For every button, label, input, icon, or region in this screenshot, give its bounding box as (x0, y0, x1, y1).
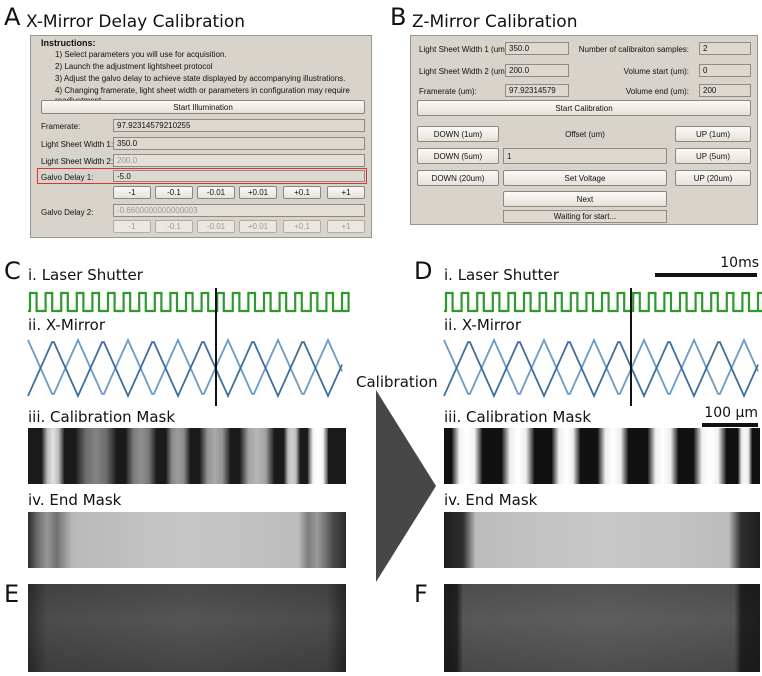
calib-samples-field[interactable]: 2 (699, 42, 751, 55)
length-scale-label: 100 µm (704, 405, 758, 421)
c-end-mask-image (28, 512, 346, 568)
d-x-mirror-label: ii. X-Mirror (444, 316, 522, 334)
galvo1-step-minus0.01-button[interactable]: -0.01 (197, 186, 235, 199)
framerate-b-field[interactable]: 97.92314579 (505, 84, 569, 97)
instruction-3: 3) Adjust the galvo delay to achieve sta… (55, 74, 346, 83)
d-end-mask-image (444, 512, 760, 568)
volume-start-label: Volume start (um): (623, 67, 689, 76)
c-laser-shutter-label: i. Laser Shutter (28, 266, 143, 284)
down-1um-button[interactable]: DOWN (1um) (417, 126, 499, 142)
c-calibration-mask-image (28, 428, 346, 484)
down-20um-button[interactable]: DOWN (20um) (417, 170, 499, 186)
c-x-mirror-trace (27, 337, 343, 399)
panel-e-letter: E (4, 580, 20, 608)
galvo2-step-plus1-button: +1 (327, 220, 365, 233)
light-sheet-width1-label: Light Sheet Width 1: (41, 140, 114, 149)
instructions-heading: Instructions: (41, 38, 96, 48)
d-end-mask-label: iv. End Mask (444, 491, 538, 509)
galvo1-step-minus1-button[interactable]: -1 (113, 186, 151, 199)
galvo-delay1-field[interactable]: -5.0 (113, 170, 365, 182)
galvo2-step-plus0.01-button: +0.01 (239, 220, 277, 233)
next-button[interactable]: Next (503, 191, 667, 207)
light-sheet-width2-label: Light Sheet Width 2: (41, 157, 114, 166)
e-sample-image (28, 584, 346, 672)
xmirror-calibration-window: Instructions: 1) Select parameters you w… (30, 35, 372, 238)
framerate-b-label: Framerate (um): (419, 87, 477, 96)
panel-d-letter: D (414, 257, 433, 285)
c-phase-marker-line (215, 288, 217, 406)
calibration-arrow (376, 390, 436, 582)
lsw1-field[interactable]: 350.0 (505, 42, 569, 55)
up-5um-button[interactable]: UP (5um) (675, 148, 751, 164)
light-sheet-width2-field: 200.0 (113, 154, 365, 167)
d-phase-marker-line (630, 288, 632, 406)
set-voltage-button[interactable]: Set Voltage (503, 170, 667, 186)
panel-b-letter: B (390, 3, 407, 31)
lsw1-label: Light Sheet Width 1 (um): (419, 45, 510, 54)
start-illumination-button[interactable]: Start Illumination (41, 100, 365, 114)
c-laser-shutter-trace (28, 291, 350, 313)
galvo1-step-plus0.01-button[interactable]: +0.01 (239, 186, 277, 199)
length-scale-bar (702, 423, 758, 427)
galvo2-step-plus0.1-button: +0.1 (283, 220, 321, 233)
framerate-field[interactable]: 97.92314579210255 (113, 119, 365, 132)
time-scale-label: 10ms (720, 255, 759, 271)
f-sample-image (444, 584, 760, 672)
framerate-label: Framerate: (41, 122, 81, 131)
time-scale-bar (655, 273, 757, 277)
galvo1-step-minus0.1-button[interactable]: -0.1 (155, 186, 193, 199)
d-laser-shutter-trace (444, 291, 762, 313)
galvo1-step-plus1-button[interactable]: +1 (327, 186, 365, 199)
calib-samples-label: Number of calibraiton samples: (578, 45, 689, 54)
instruction-2: 2) Launch the adjustment lightsheet prot… (55, 62, 213, 71)
lsw2-field[interactable]: 200.0 (505, 64, 569, 77)
instruction-1: 1) Select parameters you will use for ac… (55, 50, 227, 59)
up-1um-button[interactable]: UP (1um) (675, 126, 751, 142)
panel-f-letter: F (414, 580, 428, 608)
calibration-arrow-label: Calibration (356, 373, 438, 391)
down-5um-button[interactable]: DOWN (5um) (417, 148, 499, 164)
volume-end-field[interactable]: 200 (699, 84, 751, 97)
start-calibration-button[interactable]: Start Calibration (417, 100, 751, 116)
offset-label: Offset (um) (565, 130, 605, 139)
galvo-delay2-field: -0.6600000000000003 (113, 204, 365, 217)
galvo2-step-minus1-button: -1 (113, 220, 151, 233)
d-x-mirror-trace (443, 337, 759, 399)
offset-field[interactable]: 1 (503, 148, 667, 164)
panel-b-title: Z-Mirror Calibration (412, 12, 578, 32)
galvo2-step-minus0.1-button: -0.1 (155, 220, 193, 233)
panel-a-title: X-Mirror Delay Calibration (26, 12, 246, 32)
d-laser-shutter-label: i. Laser Shutter (444, 266, 559, 284)
c-x-mirror-label: ii. X-Mirror (28, 316, 106, 334)
up-20um-button[interactable]: UP (20um) (675, 170, 751, 186)
d-calibration-mask-image (444, 428, 760, 484)
status-field: Waiting for start... (503, 210, 667, 223)
galvo-delay1-highlight (37, 168, 367, 184)
galvo1-step-plus0.1-button[interactable]: +0.1 (283, 186, 321, 199)
galvo-delay2-label: Galvo Delay 2: (41, 208, 94, 217)
lsw2-label: Light Sheet Width 2 (um): (419, 67, 510, 76)
volume-end-label: Volume end (um): (625, 87, 689, 96)
galvo-delay1-label: Galvo Delay 1: (41, 173, 94, 182)
c-end-mask-label: iv. End Mask (28, 491, 122, 509)
light-sheet-width1-field[interactable]: 350.0 (113, 137, 365, 150)
volume-start-field[interactable]: 0 (699, 64, 751, 77)
c-calibration-mask-label: iii. Calibration Mask (28, 408, 176, 426)
d-calibration-mask-label: iii. Calibration Mask (444, 408, 592, 426)
panel-c-letter: C (4, 257, 21, 285)
galvo2-step-minus0.01-button: -0.01 (197, 220, 235, 233)
panel-a-letter: A (4, 3, 21, 31)
zmirror-calibration-window: Light Sheet Width 1 (um): 350.0 Light Sh… (410, 35, 758, 225)
